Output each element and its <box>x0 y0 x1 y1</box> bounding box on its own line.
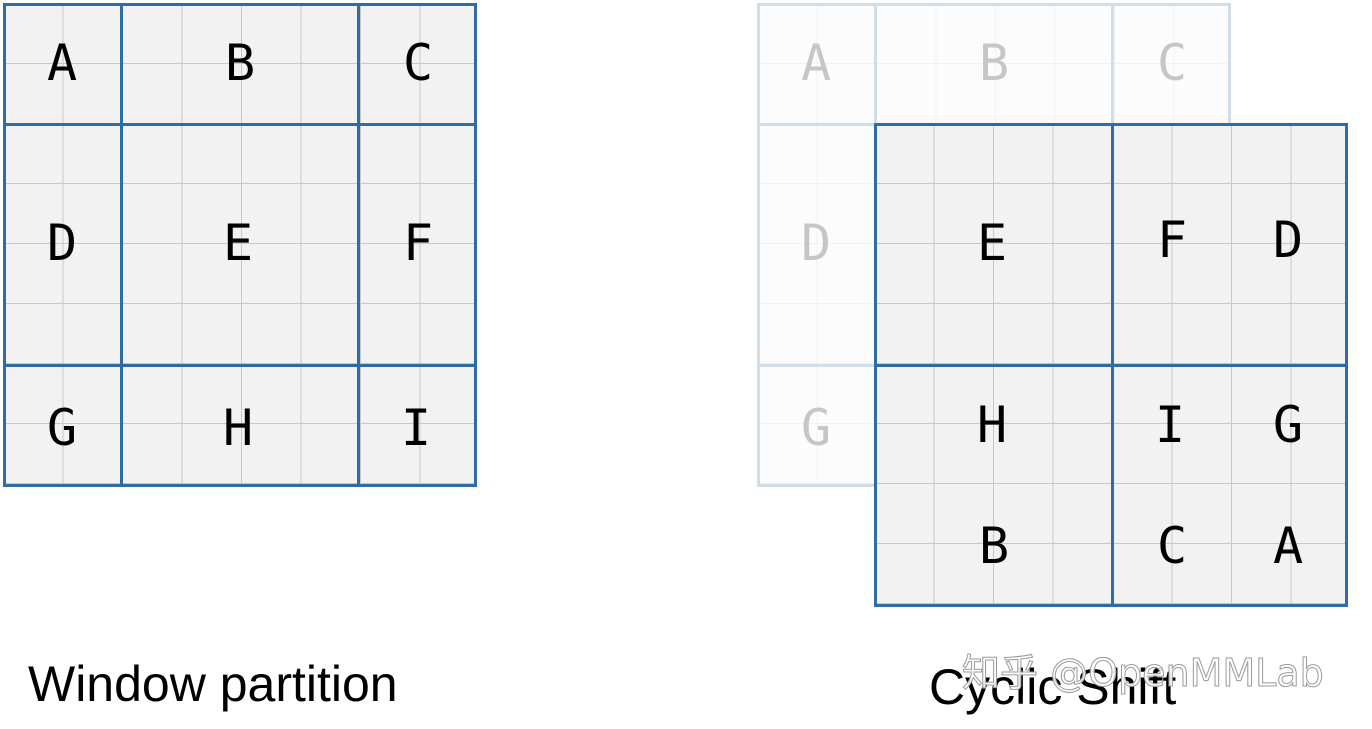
label-e: E <box>222 214 254 272</box>
shifted-label-i: I <box>1154 396 1186 454</box>
ghost-label-d: D <box>800 214 832 272</box>
window-i <box>357 364 477 487</box>
shifted-label-g: G <box>1272 396 1304 454</box>
label-c: C <box>402 34 434 92</box>
shifted-label-b: B <box>978 517 1010 575</box>
label-b: B <box>224 34 256 92</box>
partition-grid <box>3 3 477 487</box>
shifted-label-c: C <box>1156 517 1188 575</box>
ghost-window-a <box>757 3 877 126</box>
shifted-window-igca <box>1111 364 1348 607</box>
caption-window-partition: Window partition <box>28 656 398 712</box>
label-i: I <box>400 399 432 457</box>
watermark: 知乎 @OpenMMLab <box>962 651 1325 696</box>
label-d: D <box>46 214 78 272</box>
label-h: H <box>222 399 254 457</box>
label-f: F <box>402 214 434 272</box>
shifted-label-e: E <box>976 214 1008 272</box>
caption-cyclic-shift: Cyclic Shift <box>929 659 1177 715</box>
shifted-label-d: D <box>1272 211 1304 269</box>
shifted-label-a: A <box>1272 517 1304 575</box>
ghost-label-g: G <box>800 399 832 457</box>
ghost-label-a: A <box>800 34 832 92</box>
label-g: G <box>46 399 78 457</box>
shifted-window-fd <box>1111 123 1348 367</box>
shifted-label-f: F <box>1156 211 1188 269</box>
ghost-label-c: C <box>1156 34 1188 92</box>
ghost-label-b: B <box>978 34 1010 92</box>
label-a: A <box>46 34 78 92</box>
shifted-label-h: H <box>976 396 1008 454</box>
